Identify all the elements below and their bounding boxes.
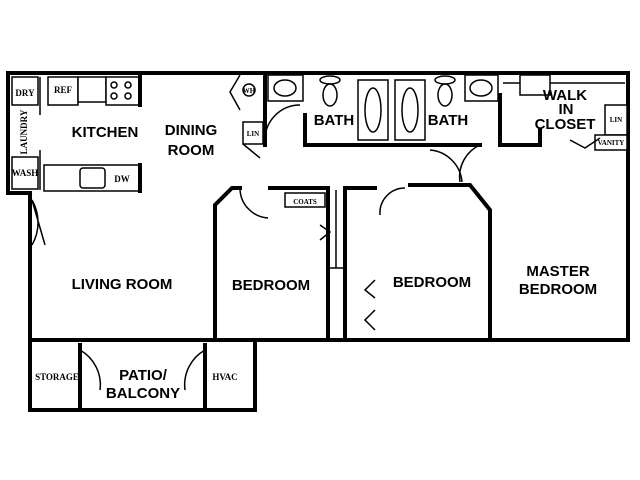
fixture-linen-1: LIN bbox=[247, 130, 259, 138]
room-label-kitchen: KITCHEN bbox=[72, 124, 139, 141]
room-label-bedroom-2: BEDROOM bbox=[393, 274, 471, 291]
room-label-master: MASTER bbox=[526, 263, 590, 280]
fixture-linen-2: LIN bbox=[610, 116, 622, 124]
room-label-dining: DINING bbox=[165, 122, 218, 139]
fixture-water-heater: WH bbox=[243, 87, 256, 95]
fixture-hvac: HVAC bbox=[212, 372, 237, 382]
fixture-ref: REF bbox=[54, 85, 73, 95]
interior-walls bbox=[31, 71, 628, 412]
room-label-bath-1: BATH bbox=[314, 112, 355, 129]
room-label-master-2: BEDROOM bbox=[519, 281, 597, 298]
room-label-dining-2: ROOM bbox=[168, 142, 215, 159]
room-label-patio: PATIO/ bbox=[119, 367, 168, 384]
room-label-closet: CLOSET bbox=[535, 116, 596, 133]
fixture-coats: COATS bbox=[293, 198, 317, 206]
room-label-balcony: BALCONY bbox=[106, 385, 180, 402]
fixture-dw: DW bbox=[114, 174, 130, 184]
fixture-storage: STORAGE bbox=[35, 372, 79, 382]
room-label-walk-in-2: IN bbox=[559, 101, 574, 118]
fixture-wash: WASH bbox=[12, 168, 39, 178]
fixture-vanity: VANITY bbox=[598, 139, 625, 147]
room-label-bath-2: BATH bbox=[428, 112, 469, 129]
fixture-dry: DRY bbox=[15, 88, 35, 98]
fixture-laundry: LAUNDRY bbox=[19, 109, 29, 154]
exterior-walls bbox=[6, 71, 630, 412]
kitchen-fixtures bbox=[11, 73, 142, 193]
room-label-living-room: LIVING ROOM bbox=[72, 276, 173, 293]
room-label-walk-in: WALK bbox=[543, 87, 587, 104]
room-label-bedroom-1: BEDROOM bbox=[232, 277, 310, 294]
water-heater-icon bbox=[242, 83, 256, 97]
